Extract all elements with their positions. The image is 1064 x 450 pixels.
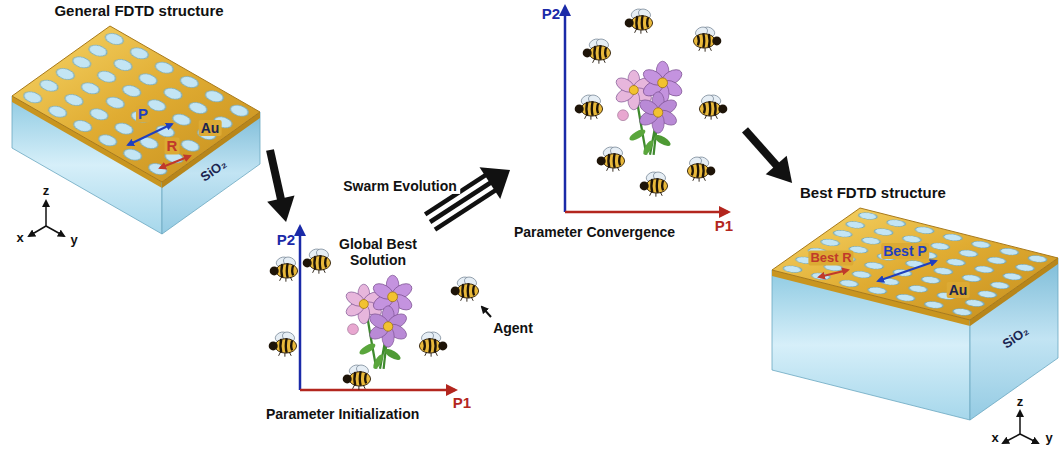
bee-agent xyxy=(575,93,603,120)
material-label: Au xyxy=(199,120,222,136)
axis-label: x xyxy=(991,431,998,446)
arrow-head xyxy=(480,167,510,199)
parameter-plot xyxy=(269,227,491,390)
arrow-shaft xyxy=(435,188,499,230)
bee-agent xyxy=(625,7,653,34)
bee-agent xyxy=(419,330,447,357)
bee-agent xyxy=(693,25,721,52)
axis-triad xyxy=(1003,434,1020,443)
bee-agent xyxy=(583,37,611,64)
global-best-label: Global Best Solution xyxy=(328,236,428,268)
parameter-plot xyxy=(565,7,728,212)
axis-p2 xyxy=(564,7,567,212)
metasurface-slab xyxy=(772,208,1058,443)
bee-agent xyxy=(270,255,298,282)
bee-agent xyxy=(303,247,331,274)
axis-triad xyxy=(29,226,46,236)
stage-caption: Parameter Convergence xyxy=(514,224,675,240)
axis-label: P1 xyxy=(453,394,471,411)
bee-agent xyxy=(699,93,727,120)
axis-triad xyxy=(1020,434,1038,443)
radius-arrow xyxy=(160,156,190,168)
bee-agent xyxy=(269,330,297,357)
arrow-head xyxy=(267,196,294,222)
bee-agent xyxy=(343,363,371,390)
bee-agent xyxy=(597,145,625,172)
arrow-shaft xyxy=(745,130,779,169)
metasurface-slab xyxy=(12,26,260,236)
stage-caption: Parameter Initialization xyxy=(266,406,419,422)
period-arrow xyxy=(878,261,936,281)
axis-p1 xyxy=(565,211,728,214)
stage-heading: General FDTD structure xyxy=(8,2,270,19)
arrow-shaft xyxy=(270,150,282,203)
bee-agent xyxy=(687,155,715,182)
axis-triad xyxy=(46,226,64,236)
axis-label: z xyxy=(1017,395,1024,410)
hole-array xyxy=(772,208,1058,320)
axis-label: y xyxy=(70,233,77,248)
axis-triad xyxy=(45,201,47,226)
axis-label: P2 xyxy=(542,5,560,22)
axis-label: P2 xyxy=(277,231,295,248)
global-best-flower xyxy=(344,275,415,370)
period-label: P xyxy=(136,105,150,122)
arrow-head xyxy=(766,156,792,183)
material-label: Au xyxy=(947,282,970,298)
axis-label: y xyxy=(1045,431,1052,446)
stage-heading: Best FDTD structure xyxy=(800,184,946,201)
agent-label: Agent xyxy=(493,320,533,336)
bee-agent xyxy=(687,155,715,182)
global-best-flower xyxy=(614,61,685,156)
swarm-arrow xyxy=(425,167,510,229)
stage-panel: Parameter Convergence xyxy=(510,0,745,245)
bee-agent xyxy=(699,93,727,120)
radius-arrow xyxy=(819,270,848,277)
flow-arrow xyxy=(267,150,294,222)
edge-label: Swarm Evolution xyxy=(340,178,460,194)
axis-label: P1 xyxy=(715,217,733,234)
axis-triad xyxy=(1019,411,1021,434)
axis-p2 xyxy=(299,227,302,390)
hole-array xyxy=(772,208,1058,320)
bee-agent xyxy=(640,170,668,197)
axis-label: x xyxy=(16,231,23,246)
radius-label: R xyxy=(165,137,180,154)
radius-label: Best R xyxy=(808,251,853,266)
gold-film xyxy=(772,208,1058,320)
period-label: Best P xyxy=(881,243,929,259)
bee-agent xyxy=(451,275,479,302)
axis-p1 xyxy=(300,389,455,392)
bee-agent xyxy=(693,25,721,52)
flow-arrow xyxy=(745,130,792,183)
agent-pointer xyxy=(482,307,491,317)
axis-label: z xyxy=(43,184,50,199)
bee-agent xyxy=(419,330,447,357)
